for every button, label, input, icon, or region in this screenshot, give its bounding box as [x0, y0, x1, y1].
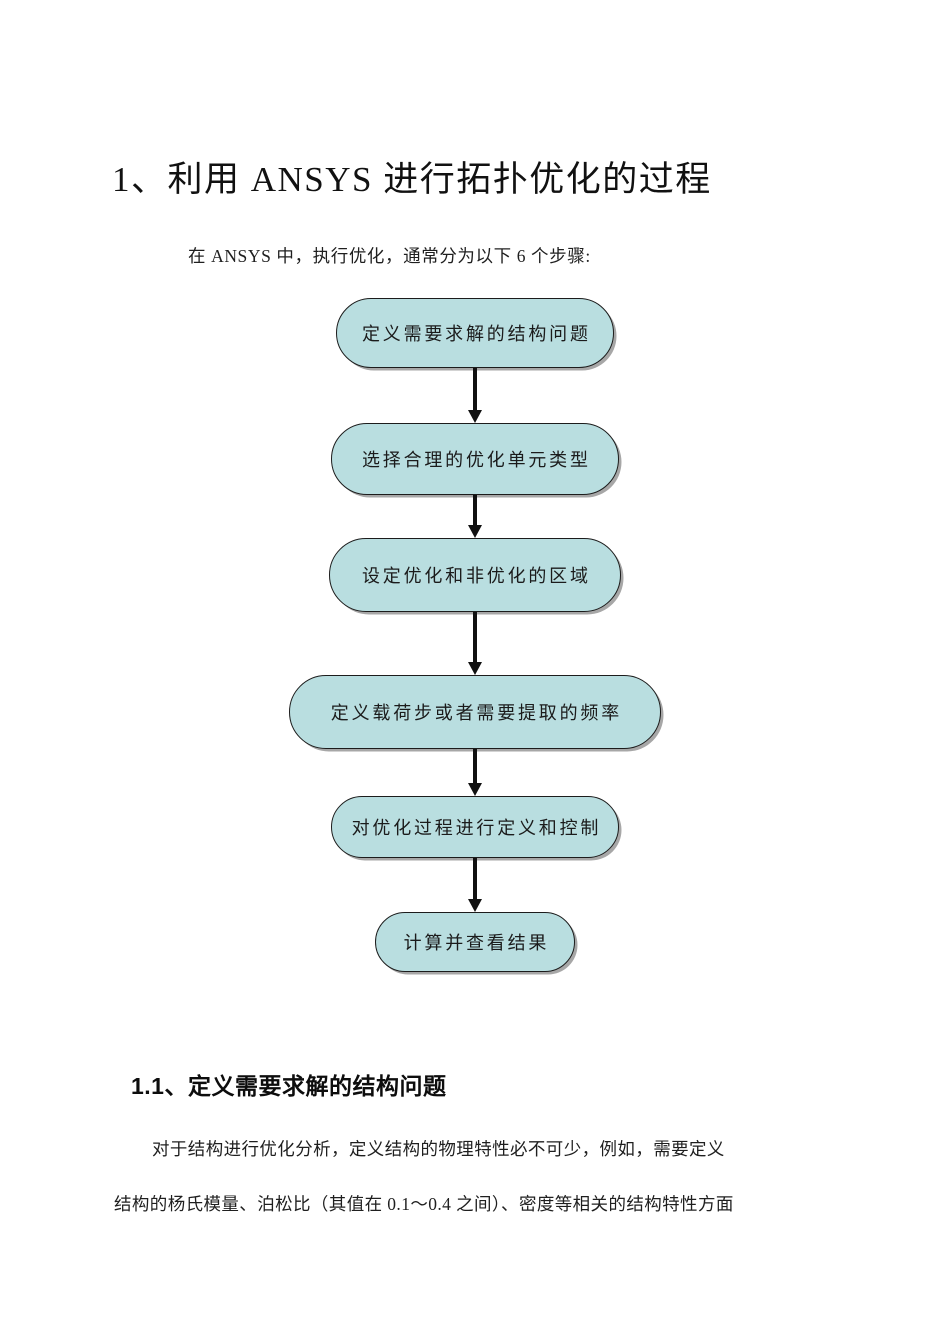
flow-step-4-label: 定义载荷步或者需要提取的频率	[330, 703, 622, 723]
flow-step-row-6: 计算并查看结果	[0, 912, 950, 972]
flow-step-3[interactable]: 设定优化和非优化的区域	[329, 538, 621, 612]
arrow-2-3-head	[468, 525, 482, 538]
arrow-2-3-body	[468, 495, 482, 538]
flow-step-5-label: 对优化过程进行定义和控制	[351, 818, 602, 838]
body-paragraph: 对于结构进行优化分析，定义结构的物理特性必不可少，例如，需要定义 结构的杨氏模量…	[114, 1122, 836, 1232]
flow-step-row-3: 设定优化和非优化的区域	[0, 538, 950, 612]
flow-arrow-1-2	[0, 368, 950, 423]
intro-text: 在 ANSYS 中，执行优化，通常分为以下 6 个步骤:	[188, 246, 591, 266]
arrow-3-4-head	[468, 662, 482, 675]
arrow-4-5-body	[468, 749, 482, 796]
flow-arrow-3-4	[0, 612, 950, 675]
arrow-2-3-shaft	[473, 495, 477, 528]
flow-arrow-4-5	[0, 749, 950, 796]
flow-step-5[interactable]: 对优化过程进行定义和控制	[331, 796, 619, 858]
flow-step-3-label: 设定优化和非优化的区域	[361, 566, 591, 586]
page-title: 1、利用 ANSYS 进行拓扑优化的过程	[112, 160, 712, 200]
arrow-1-2-shaft	[473, 368, 477, 413]
flow-step-6[interactable]: 计算并查看结果	[375, 912, 575, 972]
flow-step-1-label: 定义需要求解的结构问题	[361, 324, 591, 344]
arrow-5-6-body	[468, 858, 482, 912]
body-paragraph-line-1: 对于结构进行优化分析，定义结构的物理特性必不可少，例如，需要定义	[152, 1139, 725, 1159]
arrow-4-5-head	[468, 783, 482, 796]
arrow-3-4-body	[468, 612, 482, 675]
flow-step-row-1: 定义需要求解的结构问题	[0, 298, 950, 368]
flow-arrow-5-6	[0, 858, 950, 912]
arrow-3-4-shaft	[473, 612, 477, 665]
flow-step-row-4: 定义载荷步或者需要提取的频率	[0, 675, 950, 749]
body-paragraph-line-2: 结构的杨氏模量、泊松比（其值在 0.1～0.4 之间）、密度等相关的结构特性方面	[114, 1194, 734, 1214]
flow-step-row-5: 对优化过程进行定义和控制	[0, 796, 950, 858]
arrow-1-2-head	[468, 410, 482, 423]
section-heading-1-1: 1.1、定义需要求解的结构问题	[131, 1073, 447, 1100]
flow-step-row-2: 选择合理的优化单元类型	[0, 423, 950, 495]
flow-arrow-2-3	[0, 495, 950, 538]
arrow-4-5-shaft	[473, 749, 477, 786]
flow-step-4[interactable]: 定义载荷步或者需要提取的频率	[289, 675, 661, 749]
arrow-5-6-shaft	[473, 858, 477, 902]
flow-step-2[interactable]: 选择合理的优化单元类型	[331, 423, 619, 495]
optimization-flowchart: 定义需要求解的结构问题 选择合理的优化单元类型 设定优化和非优化的区域	[0, 298, 950, 988]
flow-step-1[interactable]: 定义需要求解的结构问题	[336, 298, 614, 368]
arrow-5-6-head	[468, 899, 482, 912]
arrow-1-2-body	[468, 368, 482, 423]
flow-step-6-label: 计算并查看结果	[403, 933, 550, 953]
flow-step-2-label: 选择合理的优化单元类型	[361, 450, 591, 470]
